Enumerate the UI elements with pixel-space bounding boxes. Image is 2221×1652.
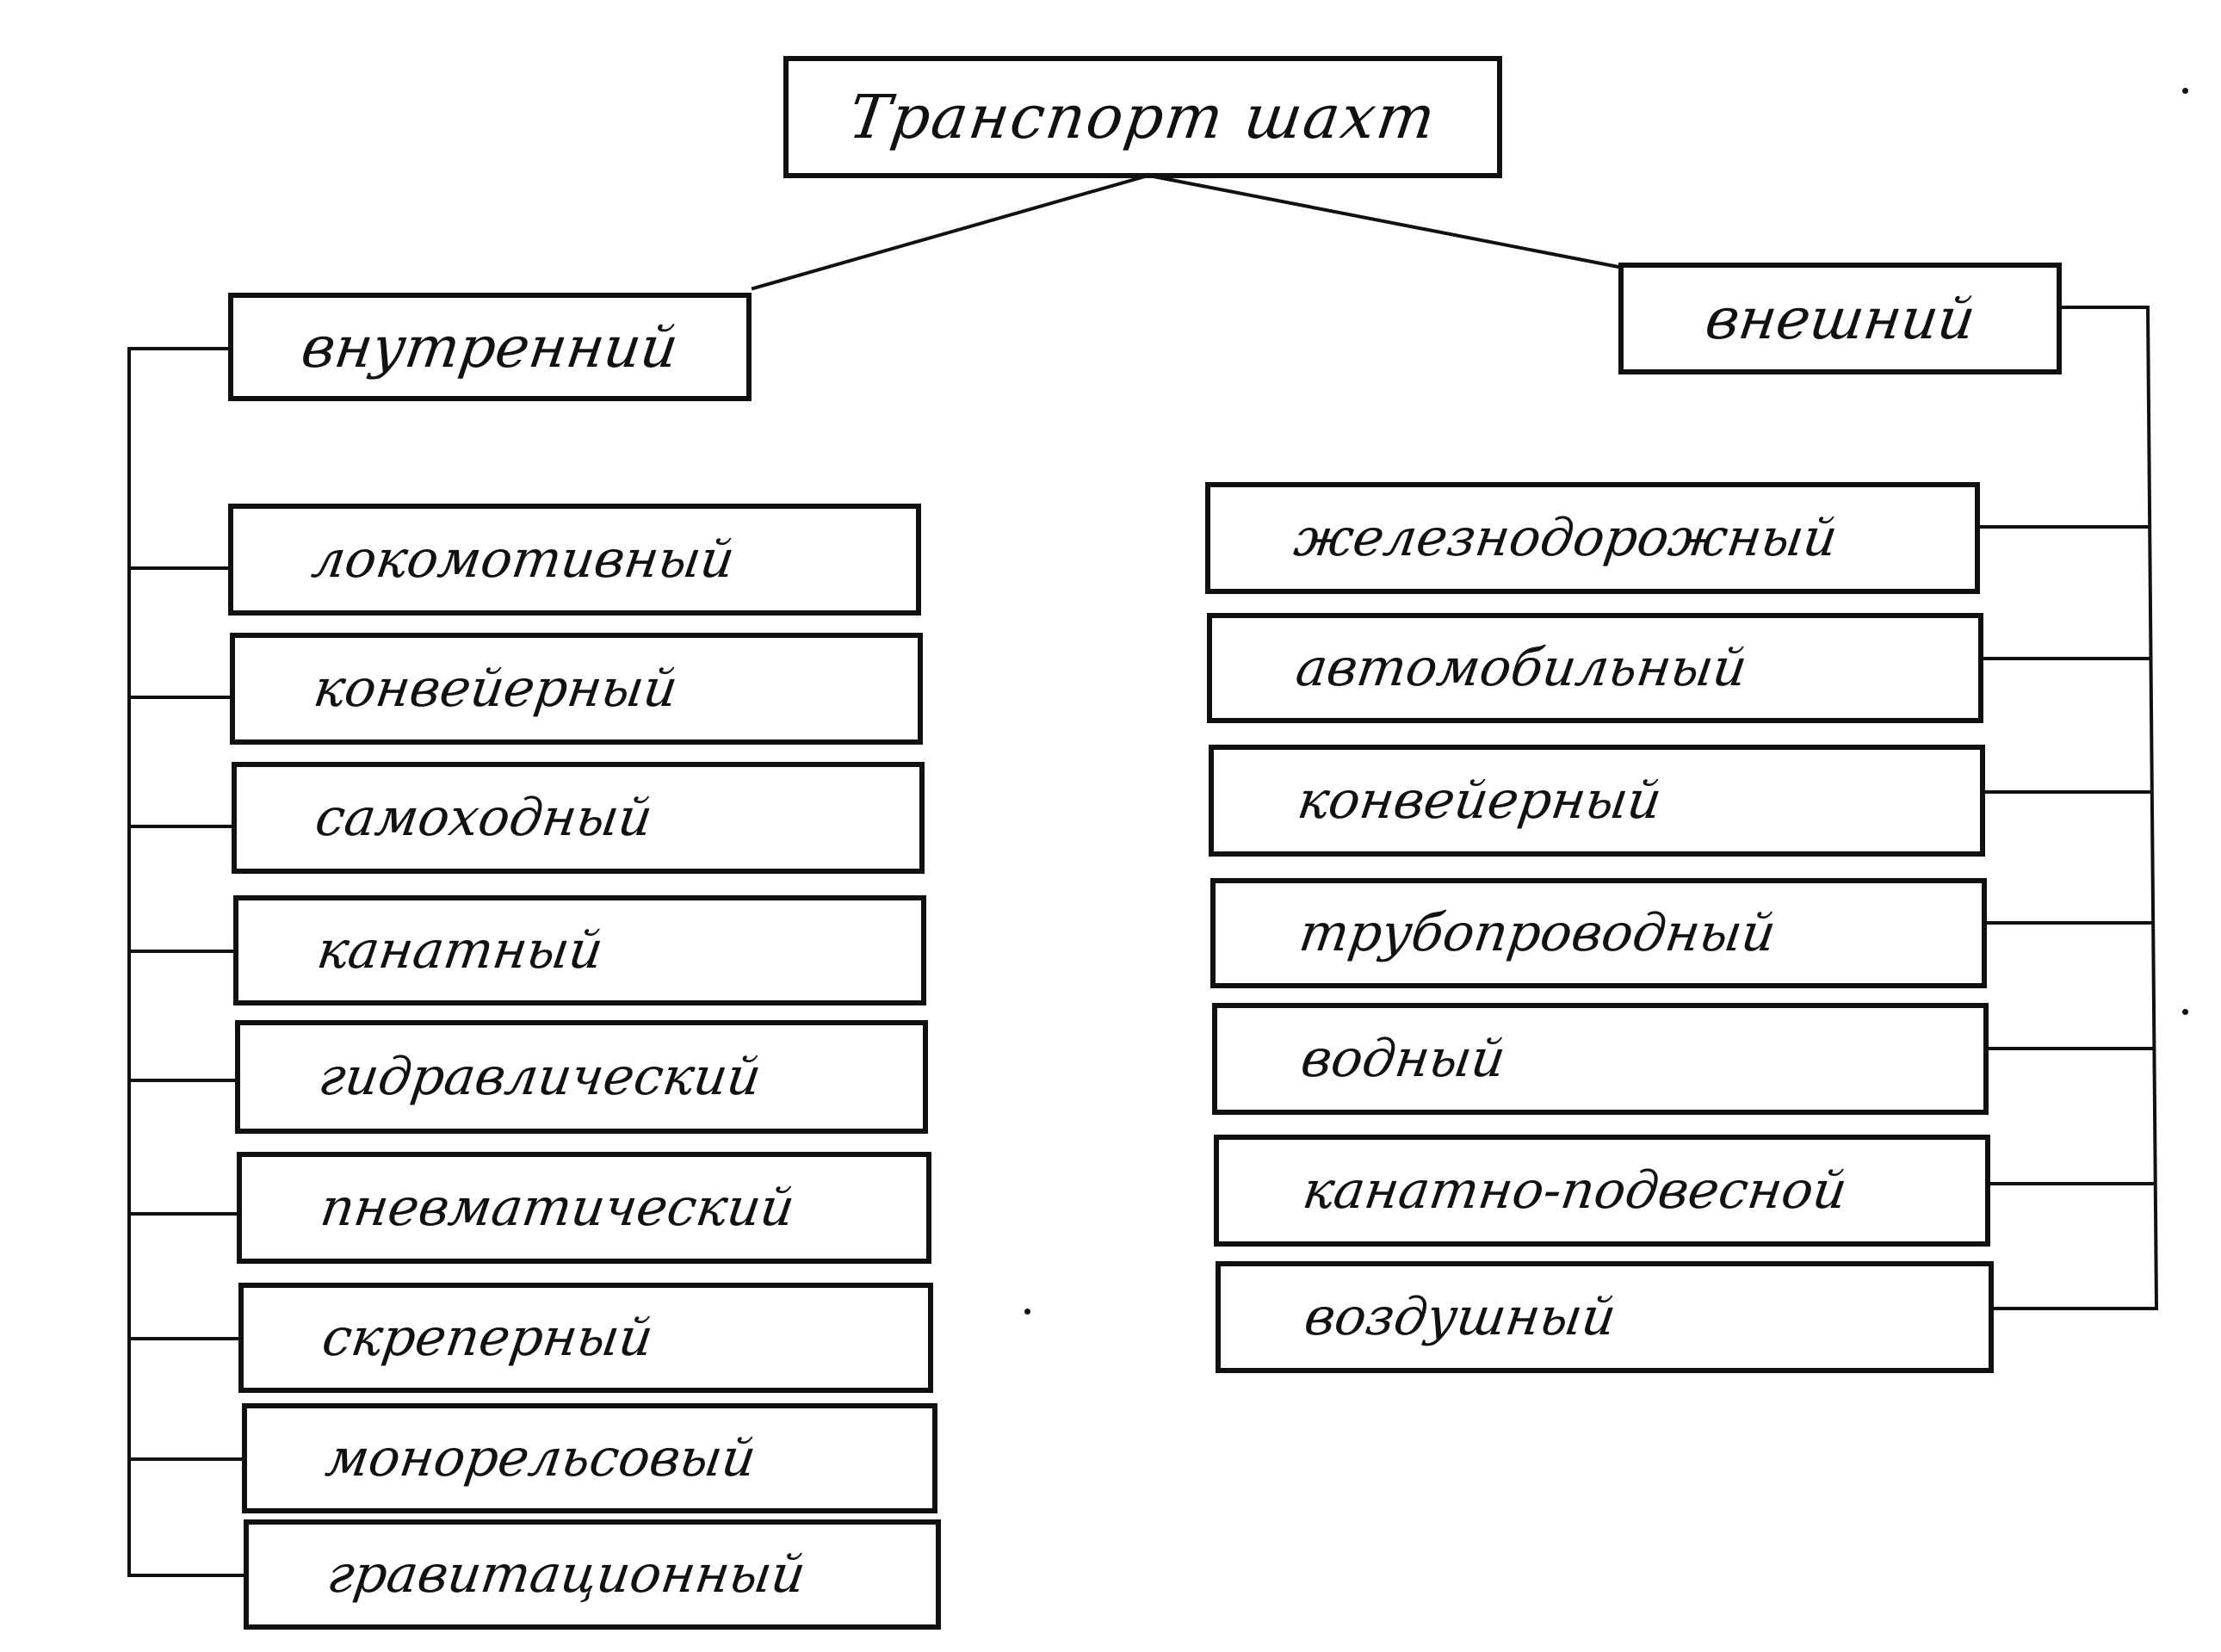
- external-item-label: воздушный: [1301, 1287, 1620, 1347]
- internal-item-label: гравитационный: [324, 1544, 809, 1605]
- internal-item-label: монорельсовый: [322, 1428, 760, 1488]
- external-item-conveyor: конвейерный: [1209, 745, 1985, 857]
- internal-item-gravitational: гравитационный: [244, 1519, 941, 1630]
- connector-root-internal: [751, 174, 1148, 291]
- internal-item-conveyor: конвейерный: [230, 633, 923, 745]
- internal-item-label: конвейерный: [310, 659, 682, 719]
- category-external-label: внешний: [1701, 285, 1979, 352]
- external-item-label: трубопроводный: [1296, 903, 1780, 963]
- scan-speck: [2182, 1009, 2188, 1015]
- internal-item-monorail: монорельсовый: [242, 1403, 937, 1513]
- scan-speck: [2182, 88, 2188, 94]
- external-item-label: железнодорожный: [1290, 508, 1841, 568]
- internal-item-rope: канатный: [233, 895, 926, 1005]
- external-item-label: канатно-подвесной: [1299, 1160, 1851, 1221]
- internal-item-label: локомотивный: [308, 529, 739, 590]
- internal-item-locomotive: локомотивный: [228, 504, 921, 616]
- external-item-label: автомобильный: [1292, 638, 1751, 698]
- category-internal-label: внутренний: [297, 313, 683, 381]
- root-node: Транспорт шахт: [783, 56, 1502, 178]
- connector-root-external: [1151, 174, 1621, 269]
- external-item-label: конвейерный: [1294, 770, 1666, 831]
- internal-item-label: скреперный: [319, 1308, 657, 1368]
- category-external: внешний: [1618, 263, 2062, 374]
- root-label: Транспорт шахт: [844, 82, 1441, 152]
- internal-item-label: гидравлический: [315, 1047, 765, 1107]
- category-internal: внутренний: [228, 293, 752, 401]
- internal-item-pneumatic: пневматический: [237, 1152, 931, 1264]
- external-item-air: воздушный: [1216, 1261, 1994, 1373]
- external-item-aerial-ropeway: канатно-подвесной: [1214, 1135, 1990, 1247]
- internal-item-hydraulic: гидравлический: [235, 1020, 928, 1134]
- external-item-water: водный: [1212, 1003, 1989, 1115]
- external-item-label: водный: [1297, 1029, 1510, 1089]
- external-item-railway: железнодорожный: [1205, 482, 1980, 594]
- scan-speck: [1024, 1309, 1030, 1315]
- external-item-automobile: автомобильный: [1207, 613, 1983, 723]
- internal-item-scraper: скреперный: [238, 1283, 933, 1393]
- internal-item-label: канатный: [313, 920, 607, 981]
- connector-external-trunk: [2145, 305, 2159, 1311]
- internal-item-label: самоходный: [312, 788, 657, 848]
- internal-item-label: пневматический: [317, 1178, 799, 1238]
- external-item-pipeline: трубопроводный: [1210, 878, 1987, 988]
- internal-item-self-propelled: самоходный: [232, 762, 925, 874]
